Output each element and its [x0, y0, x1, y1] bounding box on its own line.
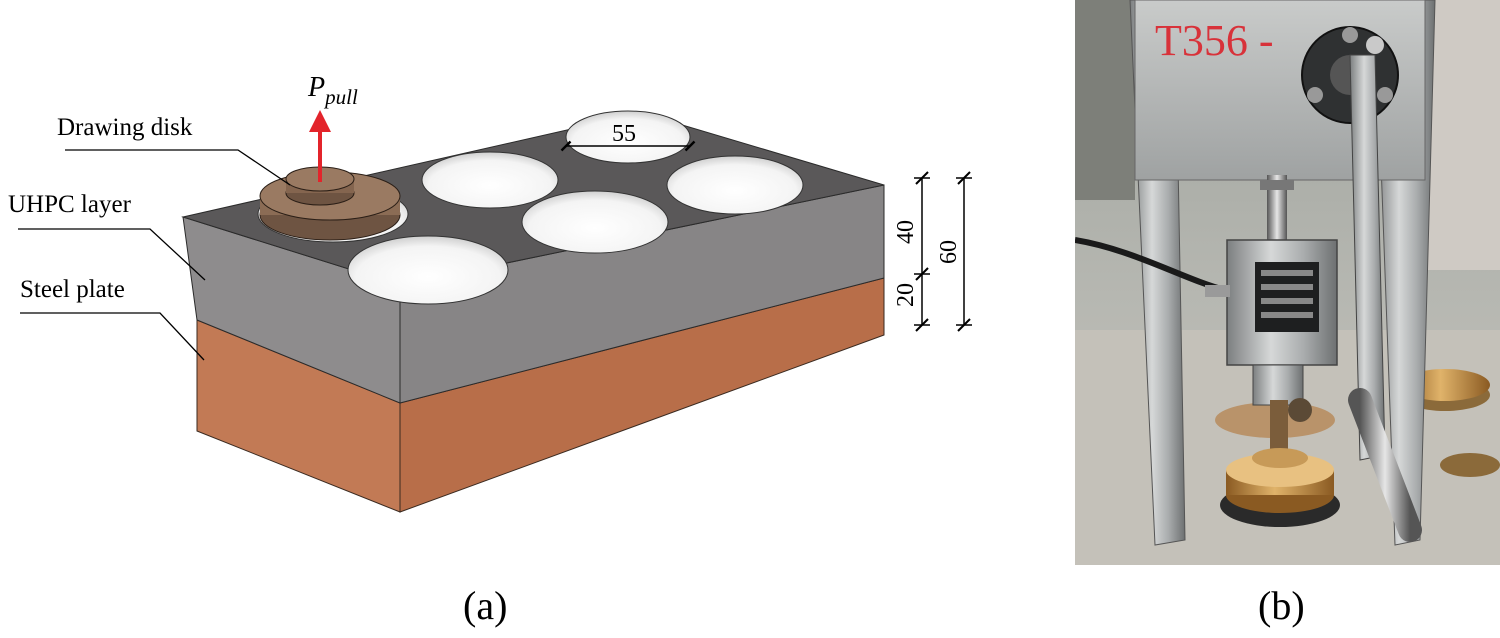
drawing-disk-label: Drawing disk [57, 114, 193, 141]
hole [421, 151, 559, 209]
panel-a-schematic: Ppull 55 Drawing disk UHPC layer Steel p… [8, 72, 972, 513]
steel-plate-leader [20, 312, 205, 361]
plate-marking: T356 - [1155, 16, 1274, 65]
hole [666, 155, 804, 215]
steel-thickness-label: 20 [893, 283, 919, 307]
specimen-diagram: Ppull 55 Drawing disk UHPC layer Steel p… [8, 72, 972, 513]
panel-b-photo: T356 - [1075, 0, 1500, 638]
uhpc-thickness-label: 40 [893, 220, 919, 244]
uhpc-layer-label: UHPC layer [8, 191, 132, 218]
drawing-disk-leader [65, 149, 291, 186]
caption-a: (a) [463, 583, 508, 628]
steel-plate-label: Steel plate [20, 276, 125, 303]
thickness-dimensions [914, 171, 972, 332]
hole [347, 235, 509, 305]
pull-arrow-icon [309, 110, 331, 182]
drawing-disk [259, 166, 401, 241]
caption-b: (b) [1258, 583, 1305, 628]
test-setup-photo: T356 - [1075, 0, 1500, 565]
total-thickness-label: 60 [936, 240, 962, 264]
hole-diameter-label: 55 [612, 121, 636, 147]
hole [521, 190, 669, 254]
uhpc-layer-leader [18, 228, 206, 281]
force-label: Ppull [307, 72, 358, 109]
